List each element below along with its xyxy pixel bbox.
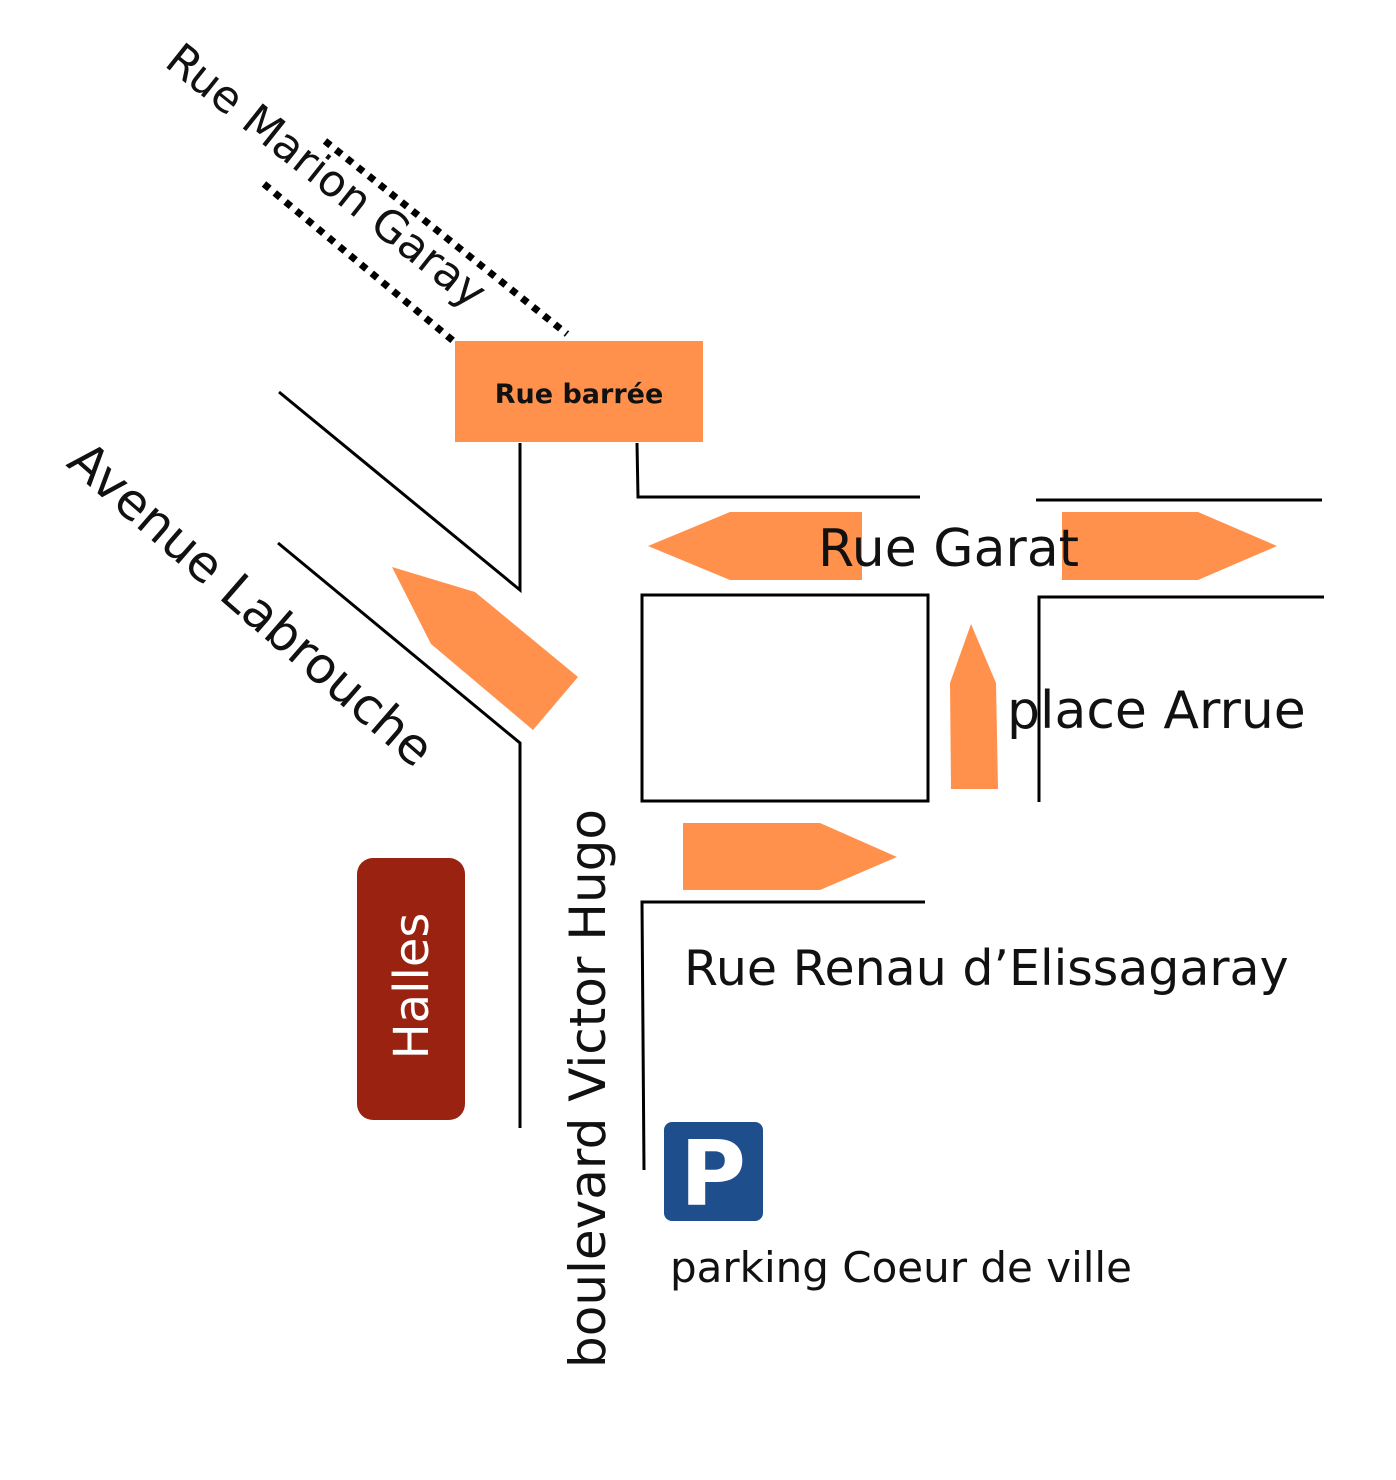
central-block — [640, 593, 930, 803]
halles-box — [357, 858, 465, 1120]
arrow-rue-garat-right — [1062, 512, 1277, 580]
place-arrue-edge-right — [1037, 595, 1324, 802]
rue-garat-edge-top-left — [635, 442, 920, 499]
road-closed-sign: Rue barrée — [455, 341, 703, 442]
halles-marker: Halles — [357, 858, 465, 1120]
road-closed-sign-box — [455, 341, 703, 442]
arrow-place-arrue-up — [950, 624, 998, 789]
rue-garat-label: Rue Garat — [818, 519, 1079, 579]
rue-renau-label: Rue Renau d’Elissagaray — [684, 940, 1289, 997]
parking-icon-symbol: P — [680, 1122, 746, 1227]
parking-icon: P — [664, 1122, 763, 1227]
avenue-labrouche-edge-lower — [277, 541, 522, 1128]
boulevard-victor-hugo-label: boulevard Victor Hugo — [559, 809, 617, 1368]
rue-marion-garay-closed-section — [261, 138, 570, 347]
rue-marion-garay-label: Rue Marion Garay — [156, 34, 496, 319]
street-edges — [277, 390, 1324, 1171]
parking-icon-box — [664, 1122, 763, 1221]
avenue-labrouche-edge-upper — [278, 390, 522, 594]
closed-road-edge-upper — [322, 138, 570, 337]
road-closed-label: Rue barrée — [495, 379, 664, 410]
arrow-avenue-labrouche-up — [392, 567, 578, 730]
place-arrue-label: place Arrue — [1007, 681, 1306, 741]
parking-name-label: parking Coeur de ville — [670, 1243, 1132, 1292]
halles-label: Halles — [384, 913, 440, 1060]
rue-renau-edge — [640, 900, 925, 1171]
arrow-rue-garat-left — [648, 512, 862, 580]
arrow-rue-renau-right — [683, 823, 897, 890]
traffic-arrows — [392, 512, 1277, 890]
